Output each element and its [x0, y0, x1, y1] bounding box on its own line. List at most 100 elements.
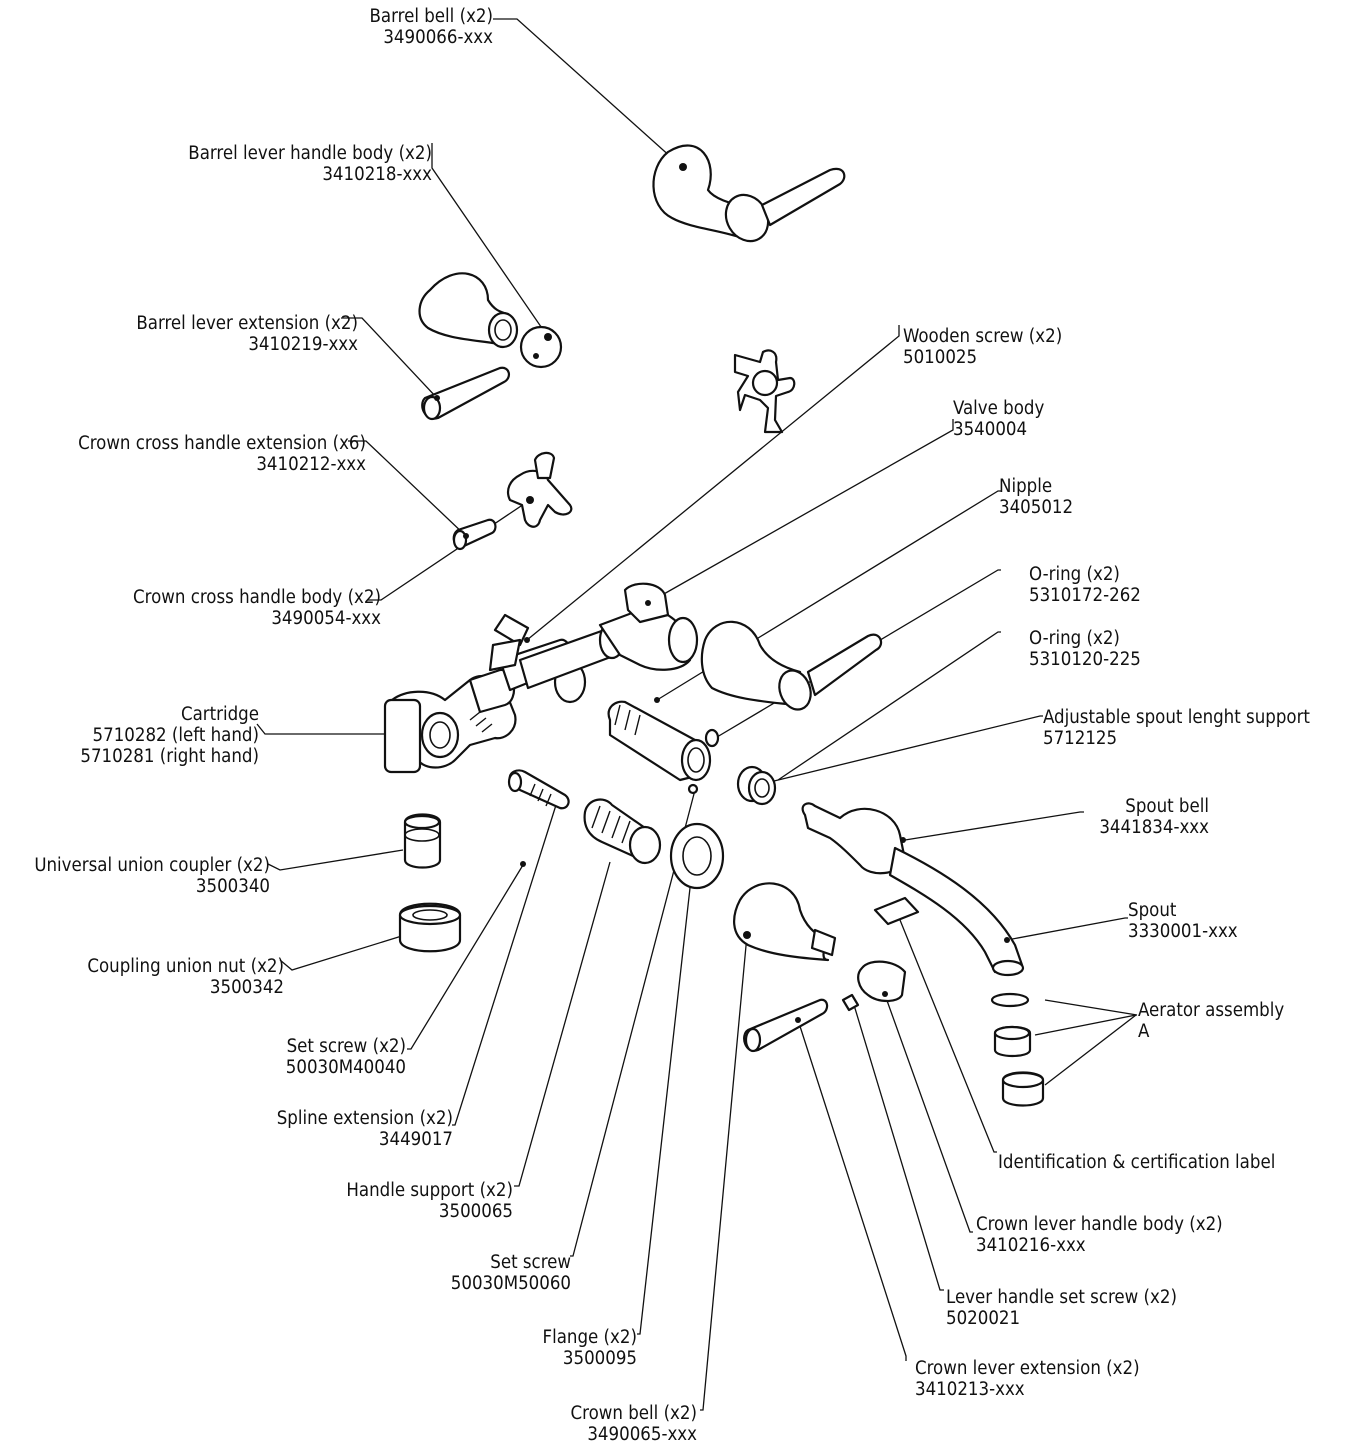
wooden-screw-name: Wooden screw (x2): [903, 326, 1063, 347]
label-o-ring-225: O-ring (x2) 5310120-225: [1029, 628, 1141, 670]
identification-name: Identification & certification label: [998, 1152, 1276, 1173]
crown-lever-extension-code: 3410213-xxx: [915, 1379, 1025, 1400]
o-ring-225-name: O-ring (x2): [1029, 628, 1120, 649]
identification-label-part: [873, 896, 920, 926]
leader-lines: [256, 18, 1138, 1411]
aerator-assembly-code: A: [1138, 1021, 1150, 1042]
barrel-bell-name: Barrel bell (x2): [369, 6, 493, 27]
label-spout-bell: Spout bell 3441834-xxx: [1099, 796, 1209, 838]
label-aerator-assembly: Aerator assembly A: [1138, 1000, 1284, 1042]
crown-bell-name: Crown bell (x2): [570, 1403, 697, 1424]
valve-body-part: [383, 582, 699, 774]
crown-cross-handle-extension-part: [452, 518, 497, 551]
valve-body-code: 3540004: [953, 419, 1028, 440]
set-screw-name: Set screw: [490, 1252, 571, 1273]
flange-code: 3500095: [562, 1348, 637, 1369]
crown-lever-handle-body-part: [857, 960, 907, 1003]
lever-handle-set-screw-code: 5020021: [946, 1308, 1021, 1329]
universal-union-coupler-part: [403, 813, 442, 869]
cartridge-name: Cartridge: [180, 704, 259, 725]
label-o-ring-262: O-ring (x2) 5310172-262: [1029, 564, 1141, 606]
crown-lever-extension-name: Crown lever extension (x2): [915, 1358, 1140, 1379]
set-screw-x2-code: 50030M40040: [285, 1057, 406, 1078]
crown-cross-handle-extension-name: Crown cross handle extension (x6): [78, 433, 366, 454]
crown-cross-handle-body-code: 3490054-xxx: [271, 608, 381, 629]
label-spout: Spout 3330001-xxx: [1128, 900, 1238, 942]
label-crown-lever-handle-body: Crown lever handle body (x2) 3410216-xxx: [976, 1214, 1223, 1256]
spline-extension-code: 3449017: [378, 1129, 453, 1150]
barrel-bell-code: 3490066-xxx: [383, 27, 493, 48]
barrel-lever-extension-part: [421, 366, 510, 421]
aerator-assembly-part: [990, 992, 1045, 1107]
universal-union-coupler-code: 3500340: [195, 876, 270, 897]
barrel-lever-handle-body-code: 3410218-xxx: [322, 164, 432, 185]
valve-body-name: Valve body: [953, 398, 1045, 419]
o-ring-262-name: O-ring (x2): [1029, 564, 1120, 585]
universal-union-coupler-name: Universal union coupler (x2): [34, 855, 270, 876]
spout-bell-part: [801, 802, 907, 875]
crown-cross-handle-body-name: Crown cross handle body (x2): [133, 587, 381, 608]
label-handle-support: Handle support (x2) 3500065: [346, 1180, 513, 1222]
label-valve-body: Valve body 3540004: [953, 398, 1044, 440]
o-ring-262-code: 5310172-262: [1029, 585, 1141, 606]
label-cartridge: Cartridge 5710282 (left hand) 5710281 (r…: [80, 704, 259, 767]
spline-extension-name: Spline extension (x2): [276, 1108, 453, 1129]
cartridge-code-right: 5710281 (right hand): [80, 746, 259, 767]
label-barrel-lever-extension: Barrel lever extension (x2) 3410219-xxx: [136, 313, 358, 355]
label-crown-bell: Crown bell (x2) 3490065-xxx: [571, 1403, 697, 1445]
lever-handle-set-screw-name: Lever handle set screw (x2): [946, 1287, 1177, 1308]
barrel-bell-part: [652, 144, 846, 243]
flange-name: Flange (x2): [542, 1327, 637, 1348]
label-crown-lever-extension: Crown lever extension (x2) 3410213-xxx: [915, 1358, 1140, 1400]
label-set-screw: Set screw 50030M50060: [451, 1252, 571, 1294]
handle-support-part: [583, 798, 662, 865]
o-ring-225-code: 5310120-225: [1029, 649, 1141, 670]
spout-code: 3330001-xxx: [1128, 921, 1238, 942]
coupling-union-nut-code: 3500342: [209, 977, 284, 998]
label-nipple: Nipple 3405012: [999, 476, 1073, 518]
label-barrel-bell: Barrel bell (x2) 3490066-xxx: [370, 6, 493, 48]
label-crown-cross-handle-body: Crown cross handle body (x2) 3490054-xxx: [133, 587, 381, 629]
crown-cross-handle-extension-code: 3410212-xxx: [256, 454, 366, 475]
wooden-screw-code: 5010025: [903, 347, 978, 368]
spout-bell-name: Spout bell: [1125, 796, 1209, 817]
barrel-lever-handle-body-part: [418, 272, 563, 369]
cartridge-code-left: 5710282 (left hand): [92, 725, 259, 746]
barrel-lever-extension-code: 3410219-xxx: [248, 334, 358, 355]
label-identification: Identification & certification label: [998, 1152, 1275, 1173]
valve-lever-handle-part: [700, 620, 883, 711]
adjustable-spout-support-name: Adjustable spout lenght support: [1043, 707, 1310, 728]
label-flange: Flange (x2) 3500095: [543, 1327, 637, 1369]
nipple-name: Nipple: [999, 476, 1053, 497]
spout-name: Spout: [1128, 900, 1177, 921]
handle-support-name: Handle support (x2): [346, 1180, 513, 1201]
flange-part: [669, 822, 725, 890]
spout-part: [888, 846, 1025, 977]
nipple-code: 3405012: [999, 497, 1074, 518]
aerator-assembly-name: Aerator assembly: [1138, 1000, 1285, 1021]
crown-lever-extension-part: [743, 998, 829, 1053]
coupling-union-nut-name: Coupling union nut (x2): [87, 956, 284, 977]
spout-bell-code: 3441834-xxx: [1099, 817, 1209, 838]
crown-cross-handle-body-part: [506, 451, 573, 528]
o-ring-parts: [704, 728, 777, 806]
spline-extension-part: [507, 769, 570, 867]
barrel-lever-extension-name: Barrel lever extension (x2): [136, 313, 358, 334]
set-screw-code: 50030M50060: [450, 1273, 571, 1294]
crown-bell-part: [733, 882, 837, 962]
set-screw-small-part: [687, 783, 699, 795]
nipple-part: [607, 697, 712, 782]
set-screw-x2-name: Set screw (x2): [286, 1036, 406, 1057]
label-set-screw-x2: Set screw (x2) 50030M40040: [286, 1036, 406, 1078]
label-coupling-union-nut: Coupling union nut (x2) 3500342: [87, 956, 284, 998]
label-spline-extension: Spline extension (x2) 3449017: [277, 1108, 453, 1150]
crown-lever-handle-body-name: Crown lever handle body (x2): [976, 1214, 1223, 1235]
handle-support-code: 3500065: [438, 1201, 513, 1222]
coupling-union-nut-part: [398, 902, 462, 953]
lever-set-screw-part: [841, 993, 860, 1012]
label-adjustable-spout-support: Adjustable spout lenght support 5712125: [1043, 707, 1310, 749]
crown-cross-handle-part-right: [733, 349, 796, 434]
crown-lever-handle-body-code: 3410216-xxx: [976, 1235, 1086, 1256]
label-lever-handle-set-screw: Lever handle set screw (x2) 5020021: [946, 1287, 1177, 1329]
